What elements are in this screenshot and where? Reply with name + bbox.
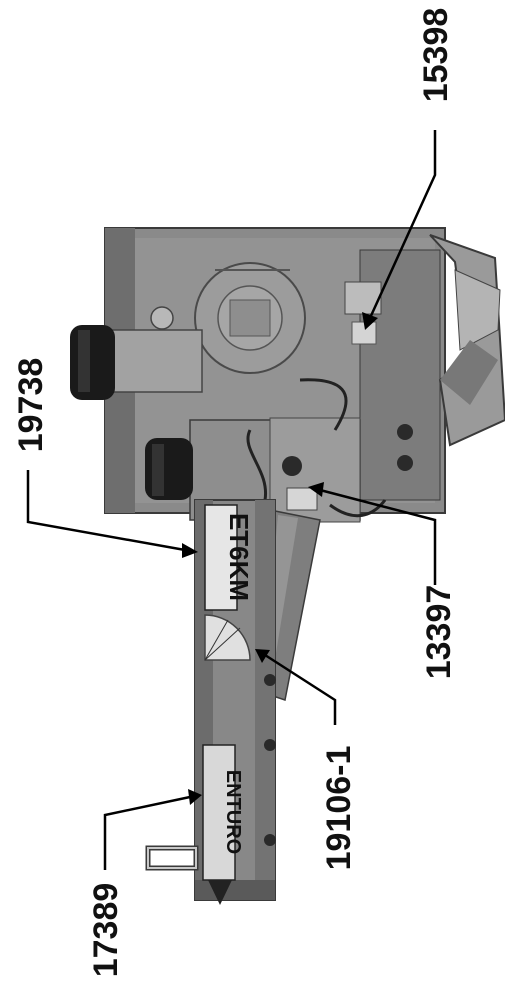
leader-19738: [26, 470, 186, 552]
arrowhead-17389: [188, 789, 202, 805]
brand-decal-text: ENTURO: [222, 770, 244, 854]
arrowhead-13397: [308, 482, 324, 497]
arrowhead-19106-1: [255, 649, 270, 663]
callout-labels: 15398 19738 13397 19106-1 17389: [12, 8, 458, 978]
callout-19738: 19738: [12, 358, 50, 453]
callout-13397: 13397: [420, 585, 458, 680]
model-decal: ET6KM: [204, 504, 254, 611]
callout-15398: 15398: [417, 8, 455, 103]
upper-knob-housing: [70, 325, 203, 400]
mounting-bracket: [429, 234, 505, 447]
model-decal-text: ET6KM: [224, 513, 254, 601]
leader-15398: [368, 130, 437, 319]
leader-13397: [319, 488, 437, 585]
callout-17389: 17389: [87, 883, 125, 978]
leader-17389: [103, 795, 191, 870]
arrowhead-19738: [182, 543, 198, 558]
brand-decal: ENTURO: [202, 744, 244, 905]
callout-19106-1: 19106-1: [320, 746, 358, 871]
leader-19106-1: [264, 653, 337, 725]
pin-handle: [145, 845, 199, 871]
callout-leaders: [26, 130, 437, 870]
arrowhead-15398: [362, 312, 378, 330]
